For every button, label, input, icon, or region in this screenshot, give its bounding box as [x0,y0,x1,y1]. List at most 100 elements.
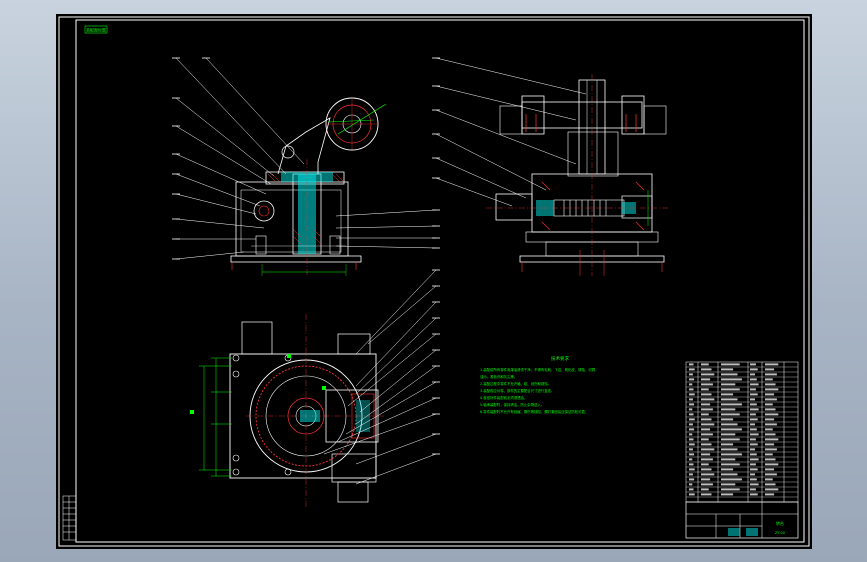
parts-cell-ink [689,488,694,491]
balloon-ticks [172,57,440,455]
parts-cell-ink [701,373,715,376]
sheet-inner-border [75,19,805,543]
parts-cell-ink [765,448,777,451]
parts-cell-ink [750,493,758,496]
assembly-drawing: 装配图标题 [58,16,810,547]
parts-cell-ink [721,453,742,456]
parts-cell-ink [721,488,740,491]
parts-cell-ink [765,468,775,471]
parts-cell-ink [689,418,695,421]
parts-cell-ink [765,363,779,366]
parts-cell-ink [750,483,759,486]
parts-cell-ink [721,373,738,376]
parts-cell-ink [750,438,756,441]
parts-cell-ink [765,373,777,376]
parts-cell-ink [689,468,695,471]
parts-cell-ink [750,388,756,391]
tech-line-1: 1.装配前所有零件用煤油清洗干净，不得有毛刺、飞边、氧化皮、锈蚀、切屑、 [480,367,599,372]
parts-cell-ink [765,368,775,371]
parts-cell-ink [701,403,711,406]
parts-cell-ink [765,388,779,391]
parts-cell-ink [750,408,759,411]
parts-cell-ink [689,368,695,371]
parts-cell-ink [750,413,756,416]
parts-cell-ink [701,493,712,496]
parts-cell-ink [701,433,713,436]
parts-cell-ink [765,483,776,486]
parts-cell-ink [765,478,773,481]
cad-model-space[interactable]: 装配图标题 [56,14,812,549]
parts-list-rows [686,366,798,498]
side-section-view[interactable] [435,57,668,276]
front-section-view[interactable] [175,57,437,276]
parts-cell-ink [765,428,773,431]
parts-cell-ink [721,458,736,461]
technical-requirements: 技术要求 1.装配前所有零件用煤油清洗干净，不得有毛刺、飞边、氧化皮、锈蚀、切屑… [480,355,599,414]
parts-cell-ink [750,423,755,426]
top-plan-view[interactable] [190,269,437,508]
parts-cell-ink [765,383,776,386]
parts-cell-ink [750,473,755,476]
parts-cell-ink [750,448,755,451]
parts-cell-ink [689,453,695,456]
parts-cell-ink [765,403,773,406]
parts-cell-ink [750,458,759,461]
top-left-tag-text: 装配图标题 [86,27,106,33]
parts-cell-ink [721,448,738,451]
parts-cell-ink [701,423,715,426]
parts-cell-ink [721,363,740,366]
parts-cell-ink [689,378,695,381]
top-left-tag: 装配图标题 [84,25,108,34]
parts-cell-ink [721,433,736,436]
parts-cell-ink [721,463,740,466]
parts-cell-ink [765,453,773,456]
parts-cell-ink [721,478,742,481]
parts-cell-ink [750,383,759,386]
parts-cell-ink [689,493,695,496]
tech-line-6: 5.轴承装配时，保持清洁，防止杂物进入。 [480,402,544,407]
parts-cell-ink [701,468,712,471]
parts-cell-ink [765,418,775,421]
tech-line-4: 3.装配前应对零、部件的主要配合尺寸进行复查。 [480,388,554,393]
parts-cell-ink [765,493,775,496]
parts-list-ink [689,363,779,496]
parts-cell-ink [689,438,694,441]
parts-cell-ink [750,428,757,431]
sheet-outer-border [58,16,810,547]
parts-cell-ink [721,383,736,386]
parts-cell-ink [701,413,709,416]
parts-cell-ink [701,458,713,461]
parts-cell-ink [689,463,694,466]
parts-cell-ink [689,478,695,481]
parts-cell-ink [750,488,756,491]
parts-cell-ink [721,393,734,396]
parts-cell-ink [765,438,779,441]
tech-line-5: 4.各密封件装配前必须浸透油。 [480,395,527,400]
parts-cell-ink [765,393,775,396]
parts-cell-ink [689,458,693,461]
title-block: 转台 ZT-00 [685,501,799,539]
parts-cell-ink [750,478,757,481]
parts-cell-ink [689,383,693,386]
parts-cell-ink [721,388,740,391]
parts-cell-ink [701,478,711,481]
parts-cell-ink [689,403,695,406]
parts-cell-ink [689,448,693,451]
parts-cell-ink [701,488,709,491]
tech-line-2: 油污、着色剂和灰尘等。 [480,374,517,379]
parts-cell-ink [701,363,709,366]
parts-cell-ink [721,483,736,486]
parts-cell-ink [721,368,734,371]
parts-cell-ink [701,428,711,431]
parts-cell-ink [750,418,758,421]
parts-cell-ink [750,398,755,401]
parts-cell-ink [765,408,776,411]
parts-cell-ink [689,408,693,411]
parts-cell-ink [750,433,759,436]
parts-cell-ink [701,463,709,466]
parts-cell-ink [750,468,758,471]
parts-cell-ink [750,368,758,371]
parts-cell-ink [721,473,738,476]
parts-cell-ink [750,453,757,456]
parts-cell-ink [750,378,757,381]
